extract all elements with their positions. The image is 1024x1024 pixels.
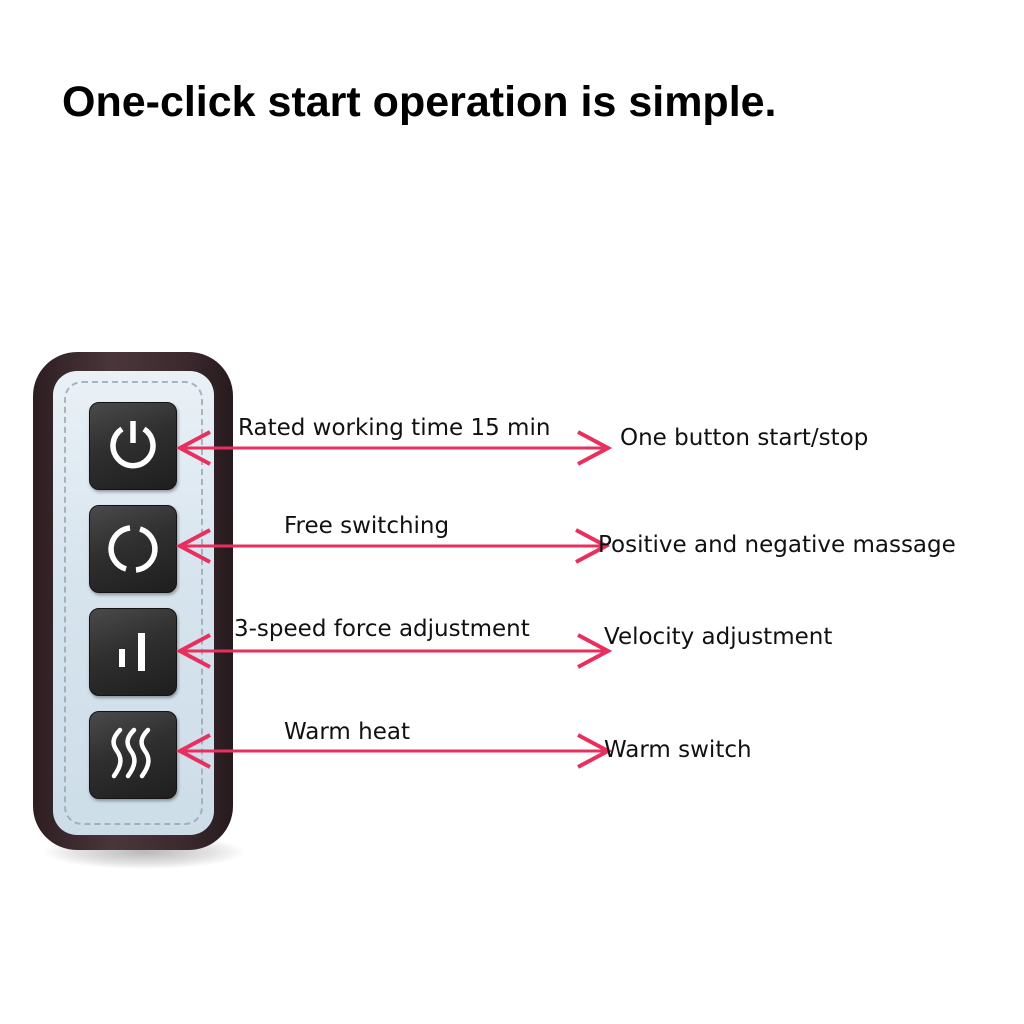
arrow-label-speed: 3-speed force adjustment: [234, 616, 530, 642]
heat-waves-icon: [111, 727, 151, 779]
headline: One-click start operation is simple.: [62, 78, 777, 126]
arrow-label-heat: Warm heat: [284, 719, 410, 745]
function-label-direction: Positive and negative massage: [598, 532, 956, 558]
function-label-speed: Velocity adjustment: [604, 624, 833, 650]
arrow-label-direction: Free switching: [284, 513, 450, 539]
heat-button[interactable]: [89, 711, 177, 799]
panel-stitching: [64, 381, 203, 825]
function-label-heat: Warm switch: [604, 737, 752, 763]
direction-button[interactable]: [89, 505, 177, 593]
rotation-icon: [108, 525, 158, 573]
function-label-start-stop: One button start/stop: [620, 425, 869, 451]
speed-bars-icon: [119, 633, 145, 671]
power-icon: [110, 421, 156, 469]
speed-button[interactable]: [89, 608, 177, 696]
power-button[interactable]: [89, 402, 177, 490]
arrow-label-start-stop: Rated working time 15 min: [238, 415, 551, 441]
